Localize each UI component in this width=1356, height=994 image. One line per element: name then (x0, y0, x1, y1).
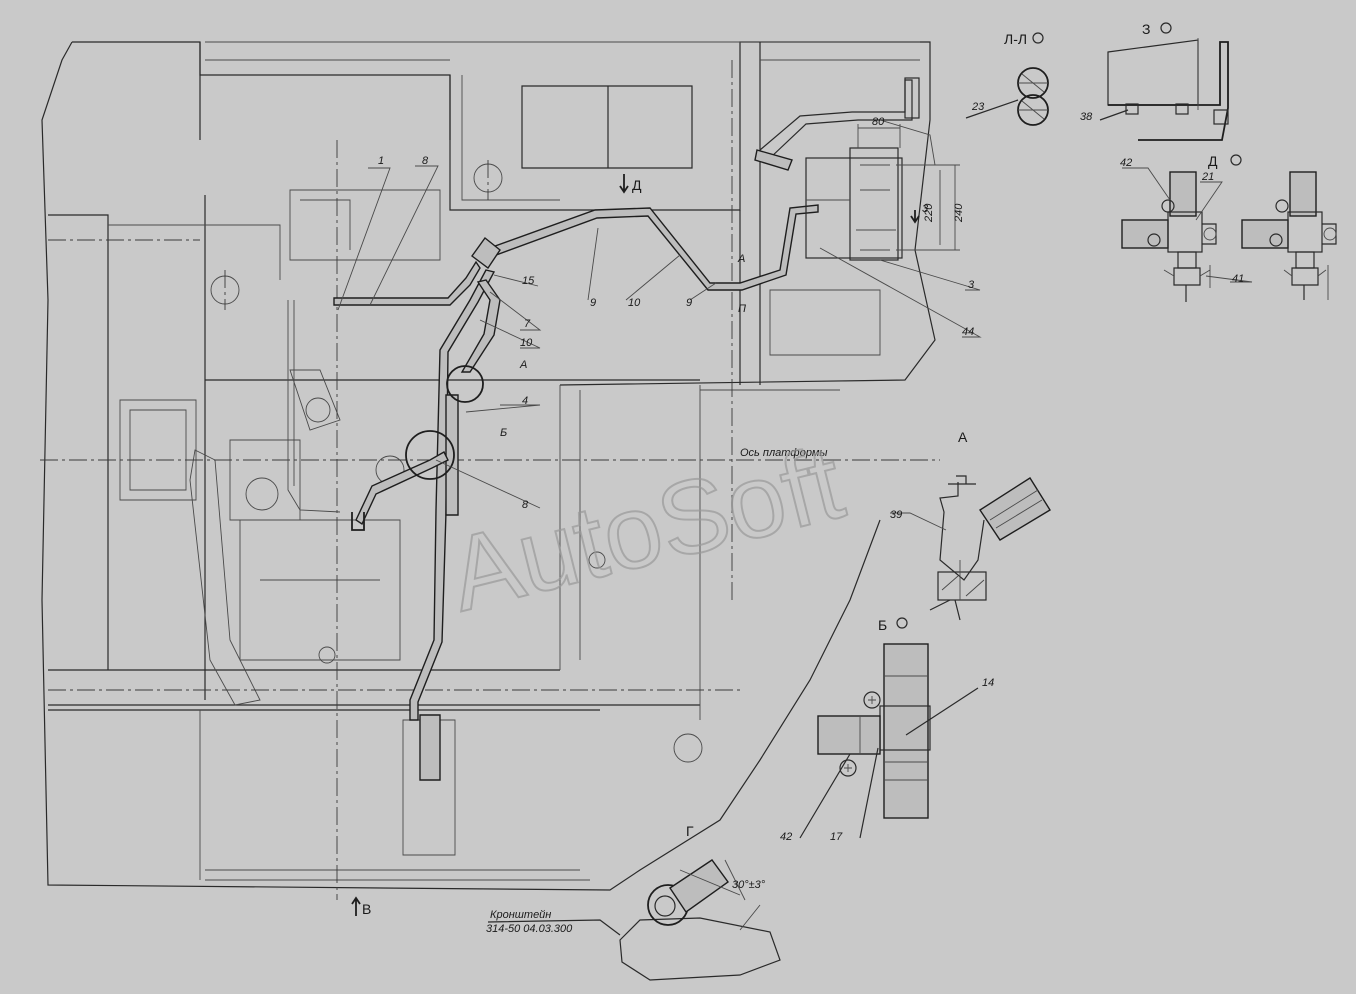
callout-17: 17 (830, 831, 843, 843)
callout-42: 42 (1120, 157, 1132, 169)
callout-41: 41 (1232, 273, 1244, 285)
chassis-frame (41, 41, 936, 891)
callout-9: 9 (590, 297, 596, 309)
detail-g (487, 859, 781, 981)
callout-a-marker: А (519, 359, 527, 371)
view-a-title: А (958, 429, 968, 445)
detail-d (1121, 171, 1337, 302)
view-z-title: З (1142, 21, 1150, 37)
watermark: AutoSoft (439, 425, 854, 634)
callout-21: 21 (1201, 171, 1214, 183)
callout-44: 44 (962, 326, 974, 338)
callout-10b: 10 (628, 297, 641, 309)
bracket-code: 314-50 04.03.300 (486, 923, 573, 935)
leader-lines (337, 165, 1253, 531)
detail-z (1099, 38, 1229, 141)
callout-3: 3 (968, 279, 975, 291)
detail-b (799, 643, 979, 839)
callout-1: 1 (378, 155, 384, 167)
callout-39: 39 (890, 509, 902, 521)
callout-10: 10 (520, 337, 533, 349)
view-ll-title: Л-Л (1004, 31, 1027, 47)
callout-8b: 8 (522, 499, 529, 511)
callout-b-marker: Б (500, 427, 507, 439)
callout-15: 15 (522, 275, 535, 287)
detail-a (929, 475, 1051, 621)
heater-unit (754, 77, 960, 261)
labels: 1 8 15 7 10 А 4 Б 8 9 10 9 А П 3 44 23 3… (362, 21, 1244, 935)
dim-80: 80 (872, 116, 885, 128)
section-p-mark: П (738, 303, 746, 315)
callout-42b: 42 (780, 831, 792, 843)
view-d-title: Д (1208, 153, 1218, 169)
detail-ll (965, 67, 1049, 126)
section-markers (896, 22, 1242, 629)
view-g-title: Г (686, 823, 694, 839)
centerlines (40, 60, 940, 900)
callout-8: 8 (422, 155, 429, 167)
view-arrows (351, 174, 920, 916)
bracket-label: Кронштейн (490, 909, 551, 921)
dim-240: 240 (953, 203, 965, 223)
pipe-route (287, 204, 819, 781)
view-b-title: Б (878, 617, 887, 633)
view-v-arrow-label: В (362, 901, 371, 917)
callout-4: 4 (522, 395, 528, 407)
dim-220: 220 (923, 203, 935, 223)
axis-label: Ось платформы (740, 447, 828, 459)
callout-9b: 9 (686, 297, 692, 309)
callout-23: 23 (971, 101, 985, 113)
callout-7: 7 (524, 318, 531, 330)
callout-14: 14 (982, 677, 994, 689)
angle-label: 30°±3° (732, 879, 766, 891)
dim-3: 3 (922, 203, 929, 215)
callout-38: 38 (1080, 111, 1093, 123)
section-a-mark: А (737, 253, 745, 265)
view-d-arrow-label: Д (632, 177, 642, 193)
